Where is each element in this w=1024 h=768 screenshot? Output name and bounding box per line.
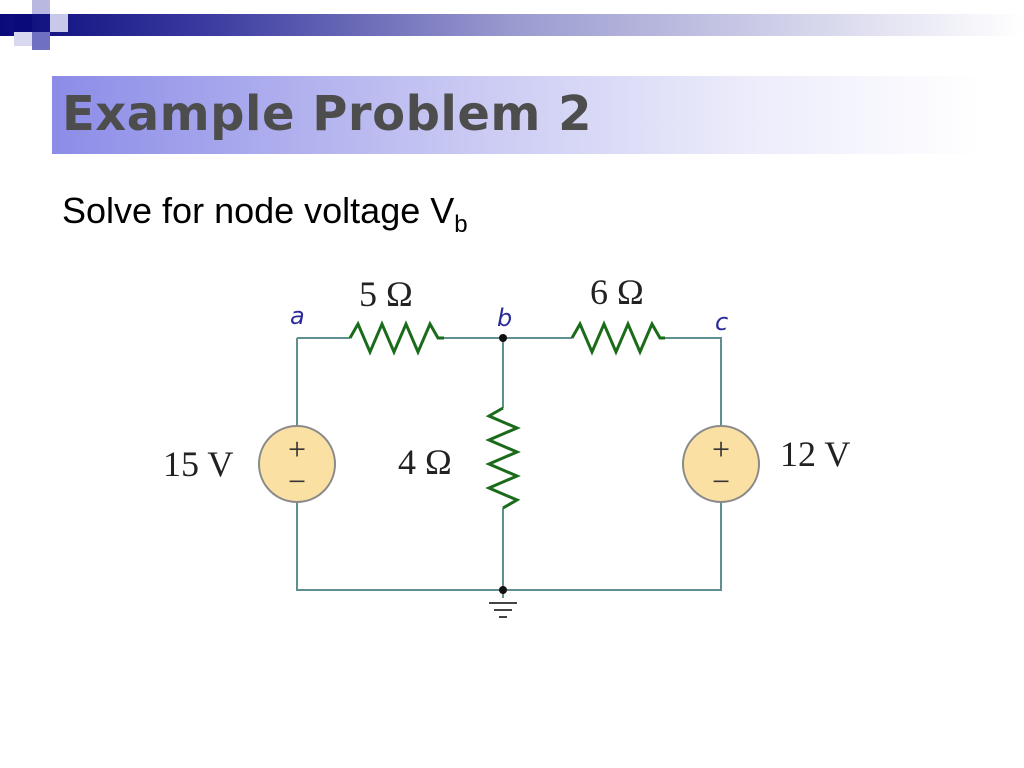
header-gradient-band [0, 14, 1024, 36]
node-dot-b [499, 334, 507, 342]
title-bar [52, 76, 982, 154]
label-6ohm: 6 Ω [590, 272, 644, 312]
label-source-12v: 12 V [780, 434, 850, 474]
source-left-plus: + [288, 431, 306, 467]
wire-right-top [665, 337, 722, 430]
source-left-minus: − [288, 463, 306, 499]
label-4ohm: 4 Ω [398, 442, 452, 482]
source-right-plus: + [712, 431, 730, 467]
voltage-source-left [258, 425, 336, 503]
subtitle-text: Solve for node voltage V [62, 190, 455, 231]
voltage-source-right [682, 425, 760, 503]
subtitle-subscript: b [454, 211, 468, 238]
decor-square-mid [32, 32, 50, 50]
source-right-minus: − [712, 463, 730, 499]
decor-square-light [14, 32, 32, 46]
label-5ohm: 5 Ω [359, 274, 413, 314]
node-label-a: a [290, 302, 305, 330]
label-source-15v: 15 V [163, 444, 233, 484]
node-label-c: c [715, 308, 728, 336]
wire-left-bottom [296, 498, 722, 591]
slide-title: Example Problem 2 [62, 86, 593, 142]
resistor-5ohm [348, 320, 444, 356]
resistor-6ohm [570, 320, 665, 356]
node-dot-ground [499, 586, 507, 594]
slide-subtitle: Solve for node voltage Vb [62, 190, 468, 239]
decor-square-light [50, 14, 68, 32]
decor-square-navy [14, 14, 32, 32]
resistor-4ohm [485, 406, 521, 510]
node-label-b: b [497, 304, 512, 332]
decor-square-light [32, 0, 50, 14]
